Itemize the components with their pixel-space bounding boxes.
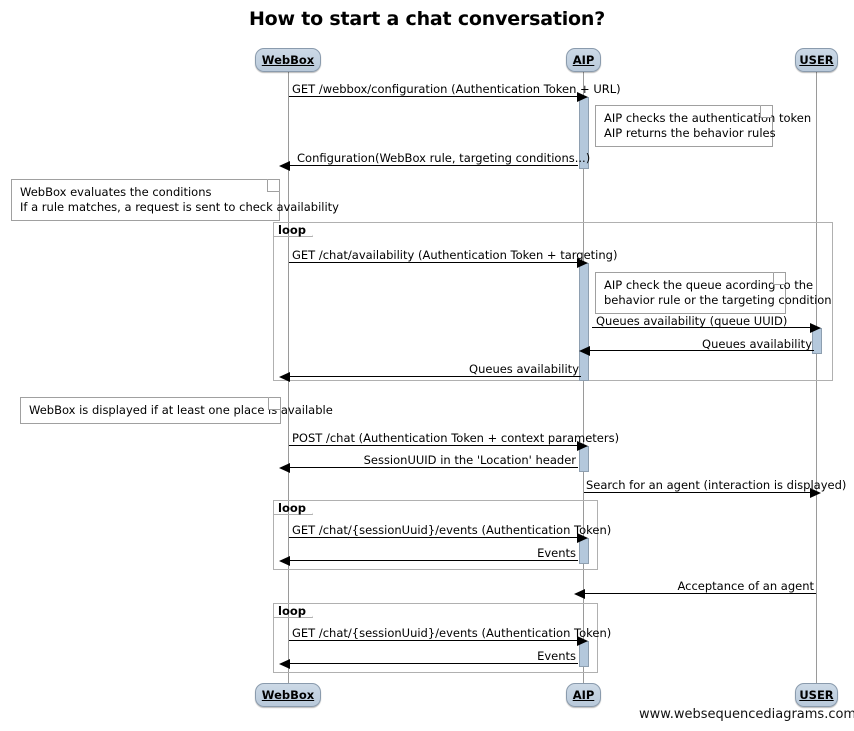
arrowhead-left-icon — [279, 372, 290, 382]
actor-webbox-top[interactable]: WebBox — [255, 48, 321, 72]
lifeline-user — [816, 72, 817, 683]
arrowhead-left-icon — [279, 463, 290, 473]
arrowhead-right-icon — [577, 258, 588, 268]
message-label: POST /chat (Authentication Token + conte… — [292, 431, 620, 445]
message-line — [289, 165, 578, 166]
arrowhead-right-icon — [577, 441, 588, 451]
note-text: AIP check the queue acording to the beha… — [604, 278, 832, 307]
actor-label: WebBox — [261, 53, 315, 67]
arrowhead-left-icon — [279, 556, 290, 566]
actor-user-top[interactable]: USER — [795, 48, 838, 72]
watermark: www.websequencediagrams.com — [639, 707, 854, 722]
message-line — [592, 327, 811, 328]
loop-label: loop — [278, 501, 306, 515]
note-box: WebBox is displayed if at least one plac… — [20, 397, 333, 424]
arrowhead-left-icon — [574, 589, 585, 599]
arrowhead-right-icon — [577, 533, 588, 543]
loop-frame — [273, 603, 598, 673]
message-label: Events — [537, 649, 576, 663]
message-label: GET /chat/{sessionUuid}/events (Authenti… — [292, 626, 612, 640]
loop-frame — [273, 500, 598, 570]
arrowhead-left-icon — [279, 161, 290, 171]
message-label: GET /webbox/configuration (Authenticatio… — [292, 82, 621, 96]
loop-frame — [273, 222, 833, 381]
note-text: WebBox is displayed if at least one plac… — [29, 403, 333, 417]
actor-label: USER — [799, 53, 834, 67]
arrowhead-right-icon — [810, 323, 821, 333]
message-label: Acceptance of an agent — [677, 579, 814, 593]
message-line — [289, 376, 581, 377]
message-line — [584, 492, 811, 493]
message-line — [289, 262, 578, 263]
note-fold-corner-icon — [267, 179, 280, 192]
arrowhead-left-icon — [579, 346, 590, 356]
message-line — [289, 445, 578, 446]
message-line — [584, 593, 816, 594]
note-box: WebBox evaluates the conditions If a rul… — [11, 179, 339, 221]
message-label: Configuration(WebBox rule, targeting con… — [297, 151, 591, 165]
message-line — [289, 537, 578, 538]
arrowhead-right-icon — [810, 488, 821, 498]
activation-bar-aip — [579, 263, 589, 381]
message-line — [589, 350, 814, 351]
note-text: WebBox evaluates the conditions If a rul… — [20, 185, 339, 214]
actor-webbox-bottom[interactable]: WebBox — [255, 683, 321, 707]
message-label: Search for an agent (interaction is disp… — [586, 478, 847, 492]
actor-label: AIP — [572, 53, 595, 67]
actor-aip-bottom[interactable]: AIP — [566, 683, 601, 707]
loop-label: loop — [278, 223, 306, 237]
message-label: Events — [537, 546, 576, 560]
message-line — [289, 467, 578, 468]
message-label: GET /chat/availability (Authentication T… — [292, 248, 618, 262]
page-title: How to start a chat conversation? — [248, 8, 606, 30]
actor-aip-top[interactable]: AIP — [566, 48, 601, 72]
message-line — [289, 640, 578, 641]
message-label: SessionUUID in the 'Location' header — [363, 453, 576, 467]
message-line — [289, 663, 578, 664]
loop-label: loop — [278, 604, 306, 618]
actor-user-bottom[interactable]: USER — [795, 683, 838, 707]
message-label: GET /chat/{sessionUuid}/events (Authenti… — [292, 523, 612, 537]
note-box: AIP checks the authentication token AIP … — [595, 105, 811, 147]
message-label: Queues availability — [469, 362, 579, 376]
arrowhead-right-icon — [577, 92, 588, 102]
message-line — [289, 96, 578, 97]
message-line — [289, 560, 578, 561]
actor-label: AIP — [572, 688, 595, 702]
arrowhead-right-icon — [577, 636, 588, 646]
message-label: Queues availability — [702, 337, 812, 351]
note-box: AIP check the queue acording to the beha… — [595, 272, 832, 314]
actor-label: WebBox — [261, 688, 315, 702]
note-text: AIP checks the authentication token AIP … — [604, 111, 812, 140]
actor-label: USER — [799, 688, 834, 702]
message-label: Queues availability (queue UUID) — [596, 314, 788, 328]
arrowhead-left-icon — [279, 659, 290, 669]
